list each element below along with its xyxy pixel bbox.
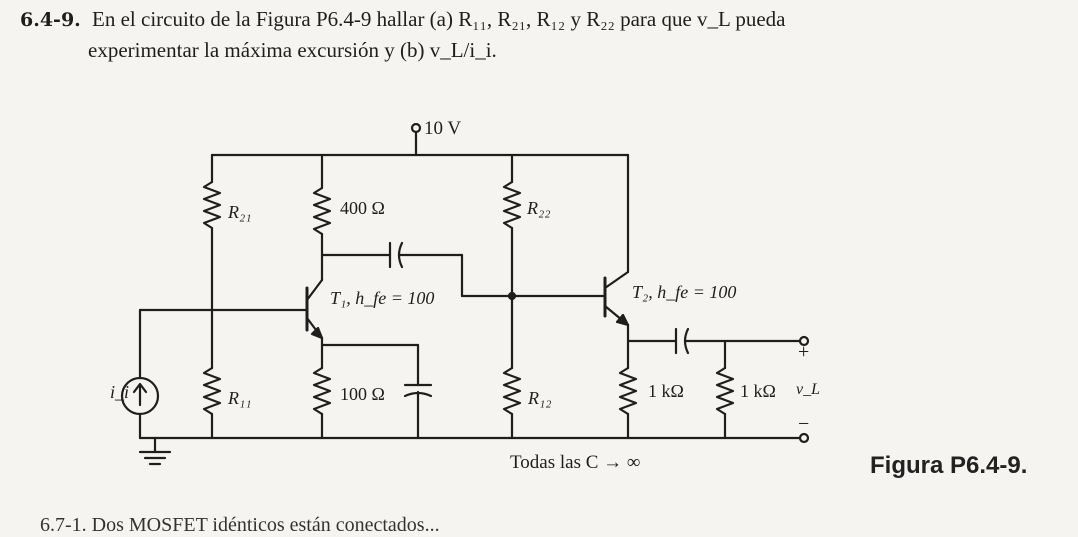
label-t2: T₂, h_fe = 100 [632,282,736,302]
output-terminal-minus [798,432,810,444]
supply-terminal [410,122,422,134]
label-1k-emitter: 1 kΩ [648,381,684,401]
problem-text-line-1: En el circuito de la Figura P6.4-9 halla… [92,7,786,31]
problem-statement: 6.4-9. En el circuito de la Figura P6.4-… [20,4,1060,65]
resistor-r21 [202,180,222,230]
resistor-1k-emitter [618,366,638,416]
problem-line-2: experimentar la máxima excursión y (b) v… [88,38,497,62]
figure-label: Figura P6.4-9. [870,452,1028,479]
resistor-1k-load [715,366,735,416]
label-r12: R₁₂ [527,388,552,408]
label-minus: − [798,413,809,435]
transistor-t1-collector [305,278,324,302]
output-terminal-plus [798,335,810,347]
label-t1: T₁, h_fe = 100 [330,288,434,308]
label-100-ohm: 100 Ω [340,384,385,404]
label-supply: 10 V [424,118,461,139]
label-1k-load: 1 kΩ [740,381,776,401]
resistor-400 [312,186,332,236]
problem-line-1: 6.4-9. En el circuito de la Figura P6.4-… [20,4,1060,35]
label-400-ohm: 400 Ω [340,198,385,218]
resistor-r12 [502,366,522,416]
capacitor-note: Todas las C → ∞ [510,452,641,473]
problem-number: 6.4-9. [20,9,81,31]
label-plus: + [798,341,809,363]
label-r11: R₁₁ [227,388,252,408]
label-r22: R₂₂ [526,198,551,218]
label-source: i_i [110,382,129,402]
transistor-t2-collector [603,270,630,290]
label-vl: v_L [796,381,820,398]
resistor-r11 [202,366,222,416]
next-problem-fragment: 6.7-1. Dos MOSFET idénticos están conect… [40,514,440,536]
resistor-100 [312,366,332,416]
label-r21: R₂₁ [227,202,252,222]
resistor-r22 [502,180,522,230]
